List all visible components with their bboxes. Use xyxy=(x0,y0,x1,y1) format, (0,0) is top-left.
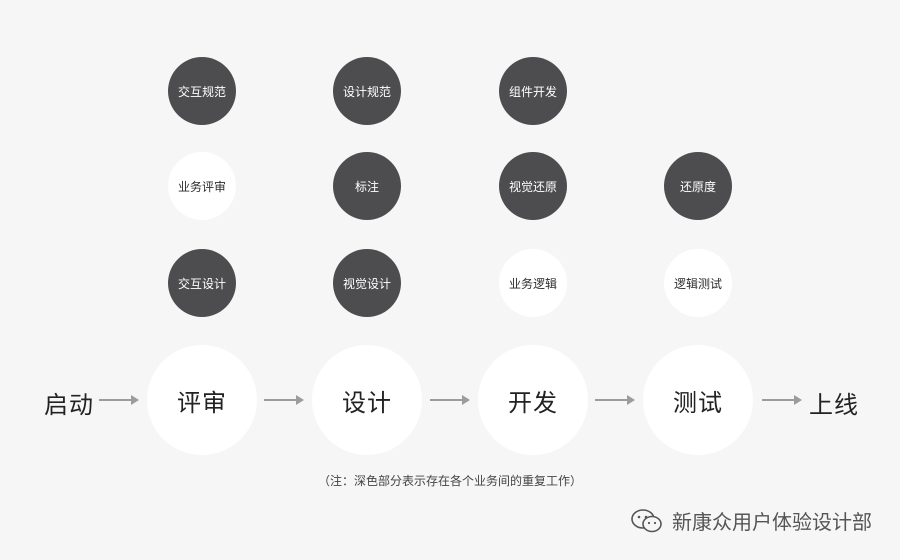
task-visual-design: 视觉设计 xyxy=(333,249,401,317)
flow-arrow xyxy=(99,395,139,405)
stage-develop: 开发 xyxy=(478,345,588,455)
flow-arrow xyxy=(264,395,304,405)
task-visual-restore: 视觉还原 xyxy=(499,152,567,220)
task-business-review: 业务评审 xyxy=(168,152,236,220)
task-annotation: 标注 xyxy=(333,152,401,220)
legend-note: （注：深色部分表示存在各个业务间的重复工作） xyxy=(317,474,582,488)
task-business-logic: 业务逻辑 xyxy=(499,249,567,317)
task-design-spec: 设计规范 xyxy=(333,57,401,125)
stage-review: 评审 xyxy=(147,345,257,455)
stage-start: 启动 xyxy=(44,391,94,419)
task-interaction-design: 交互设计 xyxy=(168,249,236,317)
brand-name: 新康众用户体验设计部 xyxy=(672,510,872,534)
wechat-icon xyxy=(631,508,662,532)
stage-launch: 上线 xyxy=(809,391,859,419)
task-restore-degree: 还原度 xyxy=(664,152,732,220)
flow-arrow xyxy=(595,395,635,405)
brand-watermark: 新康众用户体验设计部 xyxy=(630,506,872,535)
stage-design: 设计 xyxy=(312,345,422,455)
flow-arrow xyxy=(762,395,802,405)
task-interaction-spec: 交互规范 xyxy=(168,57,236,125)
task-logic-test: 逻辑测试 xyxy=(664,249,732,317)
flow-arrow xyxy=(430,395,470,405)
stage-test: 测试 xyxy=(643,345,753,455)
task-component-dev: 组件开发 xyxy=(499,57,567,125)
